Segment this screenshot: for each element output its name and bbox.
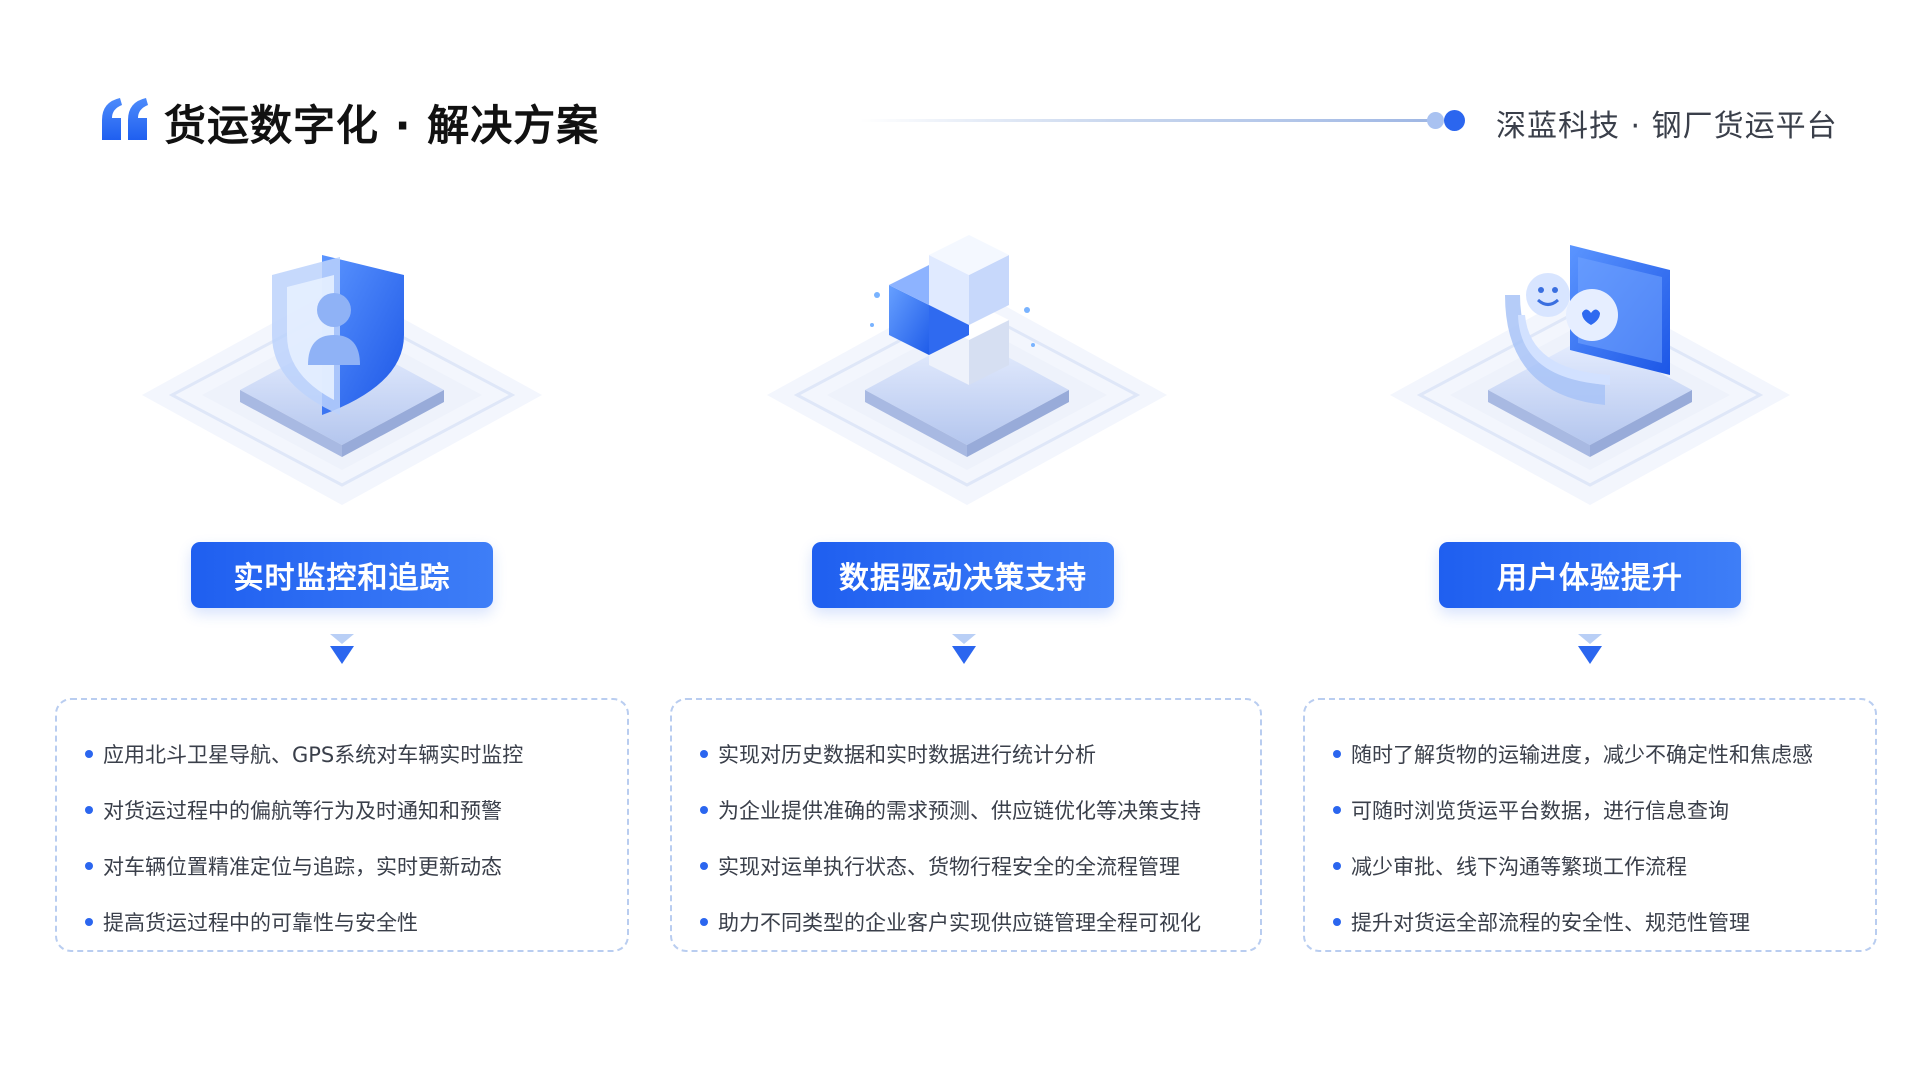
bullet xyxy=(85,750,93,758)
list-item-text: 为企业提供准确的需求预测、供应链优化等决策支持 xyxy=(718,799,1201,823)
list-item: 对货运过程中的偏航等行为及时通知和预警 xyxy=(85,782,607,838)
company-name: 深蓝科技 · 钢厂货运平台 xyxy=(1496,109,1838,144)
feature-column-data: 数据驱动决策支持 实现对历史数据和实时数据进行统计分析 为企业提供准确的需求预测… xyxy=(640,0,1280,1080)
list-item-text: 对车辆位置精准定位与追踪，实时更新动态 xyxy=(103,855,502,879)
bullet xyxy=(700,918,708,926)
bullet xyxy=(85,806,93,814)
header-divider-line xyxy=(860,119,1430,122)
page-title: 货运数字化 · 解决方案 xyxy=(164,101,600,150)
arrow-down-icon xyxy=(330,634,354,664)
list-item: 提高货运过程中的可靠性与安全性 xyxy=(85,894,607,950)
list-item: 为企业提供准确的需求预测、供应链优化等决策支持 xyxy=(700,782,1240,838)
list-item-text: 实现对历史数据和实时数据进行统计分析 xyxy=(718,743,1096,767)
arrow-down-icon xyxy=(1578,634,1602,664)
list-item: 随时了解货物的运输进度，减少不确定性和焦虑感 xyxy=(1333,726,1855,782)
header-dot xyxy=(1444,110,1465,131)
feature-title-experience: 用户体验提升 xyxy=(1439,542,1741,608)
list-item: 实现对历史数据和实时数据进行统计分析 xyxy=(700,726,1240,782)
list-item-text: 可随时浏览货运平台数据，进行信息查询 xyxy=(1351,799,1729,823)
user-experience-icon xyxy=(1390,245,1790,505)
list-item: 实现对运单执行状态、货物行程安全的全流程管理 xyxy=(700,838,1240,894)
feature-column-realtime: 实时监控和追踪 应用北斗卫星导航、GPS系统对车辆实时监控 对货运过程中的偏航等… xyxy=(0,0,640,1080)
list-item-text: 随时了解货物的运输进度，减少不确定性和焦虑感 xyxy=(1351,743,1813,767)
list-item-text: 实现对运单执行状态、货物行程安全的全流程管理 xyxy=(718,855,1180,879)
bullet xyxy=(85,918,93,926)
list-item: 助力不同类型的企业客户实现供应链管理全程可视化 xyxy=(700,894,1240,950)
arrow-down-icon xyxy=(952,634,976,664)
shield-user-icon xyxy=(142,255,542,505)
bullet xyxy=(85,862,93,870)
list-item: 可随时浏览货运平台数据，进行信息查询 xyxy=(1333,782,1855,838)
bullet xyxy=(1333,862,1341,870)
feature-title-data: 数据驱动决策支持 xyxy=(812,542,1114,608)
list-item-text: 应用北斗卫星导航、GPS系统对车辆实时监控 xyxy=(103,743,524,767)
list-item-text: 助力不同类型的企业客户实现供应链管理全程可视化 xyxy=(718,911,1201,935)
feature-card-data: 实现对历史数据和实时数据进行统计分析 为企业提供准确的需求预测、供应链优化等决策… xyxy=(670,698,1262,952)
feature-column-experience: 用户体验提升 随时了解货物的运输进度，减少不确定性和焦虑感 可随时浏览货运平台数… xyxy=(1280,0,1920,1080)
list-item-text: 减少审批、线下沟通等繁琐工作流程 xyxy=(1351,855,1687,879)
bullet xyxy=(700,750,708,758)
data-cubes-icon xyxy=(767,235,1167,505)
bullet xyxy=(700,862,708,870)
list-item: 对车辆位置精准定位与追踪，实时更新动态 xyxy=(85,838,607,894)
list-item: 应用北斗卫星导航、GPS系统对车辆实时监控 xyxy=(85,726,607,782)
bullet xyxy=(1333,806,1341,814)
list-item-text: 提高货运过程中的可靠性与安全性 xyxy=(103,911,418,935)
bullet xyxy=(1333,750,1341,758)
list-item: 减少审批、线下沟通等繁琐工作流程 xyxy=(1333,838,1855,894)
list-item-text: 对货运过程中的偏航等行为及时通知和预警 xyxy=(103,799,502,823)
quote-mark-icon xyxy=(102,98,148,140)
list-item: 提升对货运全部流程的安全性、规范性管理 xyxy=(1333,894,1855,950)
header-dot-ghost xyxy=(1427,112,1444,129)
feature-card-experience: 随时了解货物的运输进度，减少不确定性和焦虑感 可随时浏览货运平台数据，进行信息查… xyxy=(1303,698,1877,952)
bullet xyxy=(1333,918,1341,926)
bullet xyxy=(700,806,708,814)
list-item-text: 提升对货运全部流程的安全性、规范性管理 xyxy=(1351,911,1750,935)
feature-title-realtime: 实时监控和追踪 xyxy=(191,542,493,608)
feature-card-realtime: 应用北斗卫星导航、GPS系统对车辆实时监控 对货运过程中的偏航等行为及时通知和预… xyxy=(55,698,629,952)
